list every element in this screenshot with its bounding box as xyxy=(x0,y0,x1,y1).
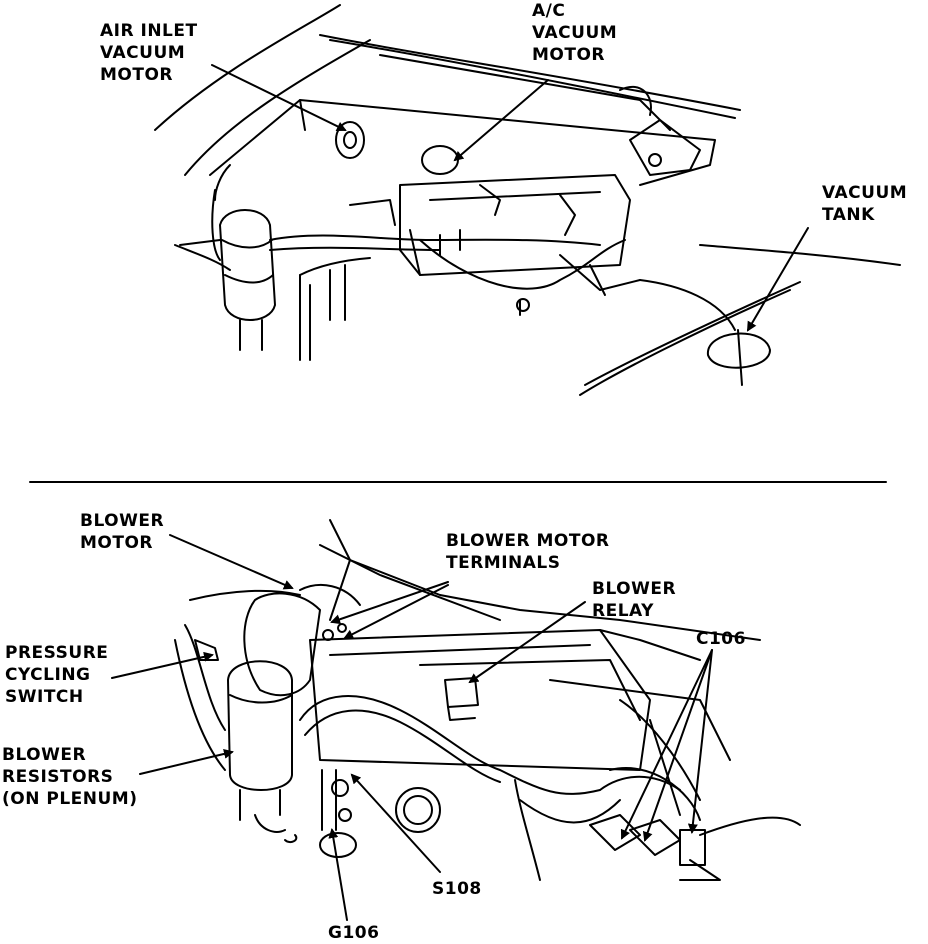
label-blower-resistors: BLOWER RESISTORS (ON PLENUM) xyxy=(2,744,138,810)
top-engine-drawing xyxy=(154,4,901,396)
label-vacuum-tank: VACUUM TANK xyxy=(822,182,907,226)
bottom-leader-lines xyxy=(111,534,713,921)
leader-pressure-cycling-switch xyxy=(111,651,214,679)
label-line: BLOWER MOTOR xyxy=(446,531,610,551)
leader-g106 xyxy=(328,828,348,921)
label-c106: C106 xyxy=(696,628,746,650)
label-line: S108 xyxy=(432,879,482,899)
label-line: (ON PLENUM) xyxy=(2,789,138,809)
label-pressure-cycling-switch: PRESSURE CYCLING SWITCH xyxy=(5,642,108,708)
label-line: A/C xyxy=(532,1,566,21)
label-line: CYCLING xyxy=(5,665,91,685)
label-line: RESISTORS xyxy=(2,767,114,787)
label-s108: S108 xyxy=(432,878,482,900)
top-leader-lines xyxy=(211,64,809,332)
label-g106: G106 xyxy=(328,922,379,944)
label-line: VACUUM xyxy=(822,183,908,203)
label-blower-motor-terminals: BLOWER MOTOR TERMINALS xyxy=(446,530,610,574)
leader-blower-resistors xyxy=(139,748,234,775)
label-line: BLOWER xyxy=(592,579,677,599)
label-line: SWITCH xyxy=(5,687,84,707)
label-line: MOTOR xyxy=(532,45,606,65)
label-blower-motor: BLOWER MOTOR xyxy=(80,510,164,554)
label-line: AIR INLET xyxy=(100,21,198,41)
label-line: VACUUM xyxy=(100,43,186,63)
label-line: G106 xyxy=(328,923,380,943)
leader-c106-3 xyxy=(687,649,713,834)
leader-blower-relay xyxy=(468,601,586,684)
leader-blower-motor-terminals-1 xyxy=(330,581,449,625)
label-air-inlet-vacuum-motor: AIR INLET VACUUM MOTOR xyxy=(100,20,198,86)
label-line: TANK xyxy=(822,205,875,225)
leader-vacuum-tank xyxy=(746,227,809,332)
label-line: C106 xyxy=(696,629,746,649)
leader-blower-motor xyxy=(169,534,294,590)
label-line: TERMINALS xyxy=(446,553,561,573)
label-line: PRESSURE xyxy=(5,643,109,663)
leader-s108 xyxy=(350,773,441,873)
leader-blower-motor-terminals-2 xyxy=(343,584,449,639)
label-line: MOTOR xyxy=(80,533,154,553)
label-line: BLOWER xyxy=(2,745,87,765)
label-line: BLOWER xyxy=(80,511,165,531)
label-ac-vacuum-motor: A/C VACUUM MOTOR xyxy=(532,0,617,66)
leader-air-inlet-vacuum-motor xyxy=(211,64,347,131)
label-line: RELAY xyxy=(592,601,654,621)
label-line: MOTOR xyxy=(100,65,174,85)
leader-ac-vacuum-motor xyxy=(453,79,549,162)
leader-c106-2 xyxy=(642,649,713,842)
label-blower-relay: BLOWER RELAY xyxy=(592,578,676,622)
bottom-engine-drawing xyxy=(174,519,801,881)
label-line: VACUUM xyxy=(532,23,618,43)
leader-c106-1 xyxy=(620,649,713,840)
